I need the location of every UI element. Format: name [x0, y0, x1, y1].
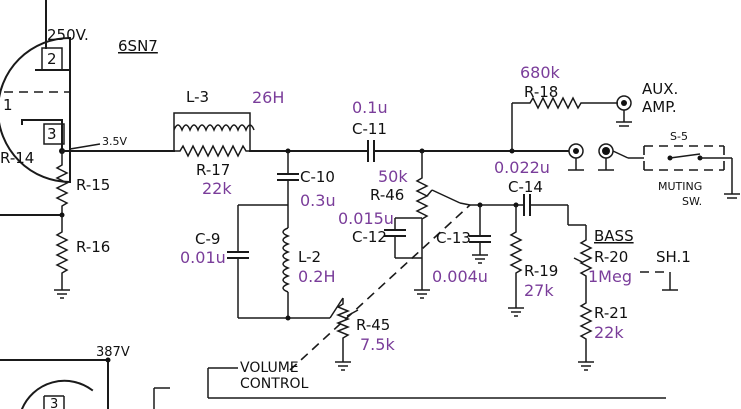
volume-control-line1: VOLUME: [240, 360, 299, 376]
r17-value: 22k: [202, 179, 232, 198]
aux-amp-line2: AMP.: [642, 98, 677, 116]
r14-label: R-14: [0, 149, 34, 167]
c14-label: C-14: [508, 178, 543, 196]
r17-resistor: [174, 144, 250, 158]
r16-resistor: [55, 215, 69, 290]
r20-control: BASS: [594, 227, 634, 245]
tube-bottom-pin-3: 3: [50, 397, 58, 409]
tube-top-pin-1: 1: [3, 96, 13, 114]
c11-label: C-11: [352, 120, 387, 138]
tube-bottom: [20, 379, 170, 409]
r17-label: R-17: [196, 161, 230, 179]
s5-muting-switch: [643, 145, 740, 199]
c12-value: 0.015u: [338, 209, 394, 228]
r45-label: R-45: [356, 316, 390, 334]
volume-control-line2: CONTROL: [240, 376, 309, 392]
aux-amp-jack: [616, 95, 632, 127]
l2-inductor: [282, 227, 291, 318]
r46-label: R-46: [370, 186, 404, 204]
c13-capacitor: [469, 205, 491, 264]
tube-top-type: 6SN7: [118, 37, 158, 55]
tube-top-pin-3: 3: [47, 125, 57, 143]
tube-bottom-voltage: 387V: [96, 345, 130, 360]
r21-value: 22k: [594, 323, 624, 342]
r20-potentiometer: [573, 225, 593, 290]
c12-capacitor: [384, 217, 422, 259]
tank-node: [285, 315, 291, 321]
r21-resistor: [578, 290, 594, 371]
r19-label: R-19: [524, 262, 558, 280]
c12-label: C-12: [352, 228, 387, 246]
r45-top-lead: [329, 297, 344, 319]
c11-value: 0.1u: [352, 98, 388, 117]
volume-gang-link: [289, 204, 471, 371]
cathode-voltage: 3.5V: [102, 135, 127, 148]
r19-resistor: [508, 205, 524, 317]
r18-resistor: [511, 96, 618, 151]
r20-value: 1Meg: [588, 267, 632, 286]
r15-resistor: [55, 151, 69, 215]
l2-value: 0.2H: [298, 267, 335, 286]
l3-value: 26H: [252, 88, 284, 107]
b-plus-node: [105, 357, 111, 363]
c14-value: 0.022u: [494, 158, 550, 177]
c10-capacitor: [277, 151, 299, 200]
aux-amp-line1: AUX.: [642, 80, 678, 98]
c10-value: 0.3u: [300, 191, 336, 210]
output-jack-2: [598, 143, 614, 171]
c13-label: C-13: [436, 229, 471, 247]
tube-top-voltage: 250V.: [47, 26, 89, 44]
c14-capacitor: [523, 194, 531, 216]
tube-top-pin-2: 2: [47, 50, 57, 68]
jack-to-switch: [612, 150, 629, 159]
c9-label: C-9: [195, 230, 220, 248]
r16-label: R-16: [76, 238, 110, 256]
r18-value: 680k: [520, 63, 561, 82]
c9-value: 0.01u: [180, 248, 226, 267]
s5-label: S-5: [670, 130, 688, 143]
r46-value: 50k: [378, 167, 408, 186]
c10-label: C-10: [300, 168, 335, 186]
ground-r46: [414, 289, 430, 299]
sheet-ref: SH.1: [656, 248, 691, 266]
l3-inductor: [173, 112, 255, 151]
tube-6sn7-top: [0, 36, 72, 184]
r21-label: R-21: [594, 304, 628, 322]
c9-capacitor: [227, 251, 249, 318]
r20-label: R-20: [594, 248, 628, 266]
ground-r45: [335, 361, 351, 371]
s5-line1: MUTING: [658, 180, 702, 193]
c13-value: 0.004u: [432, 267, 488, 286]
r18-label: R-18: [524, 83, 558, 101]
r19-value: 27k: [524, 281, 554, 300]
r15-label: R-15: [76, 176, 110, 194]
output-jack-1: [568, 143, 584, 171]
r45-value: 7.5k: [360, 335, 395, 354]
l3-label: L-3: [186, 88, 209, 106]
s5-line2: SW.: [682, 195, 702, 208]
cathode-voltage-arrow: [69, 143, 101, 150]
r45-potentiometer: [335, 298, 359, 362]
r46-potentiometer: [415, 151, 461, 290]
ground-r16: [54, 289, 70, 299]
r46-wiper-line: [459, 202, 471, 206]
l2-label: L-2: [298, 248, 321, 266]
